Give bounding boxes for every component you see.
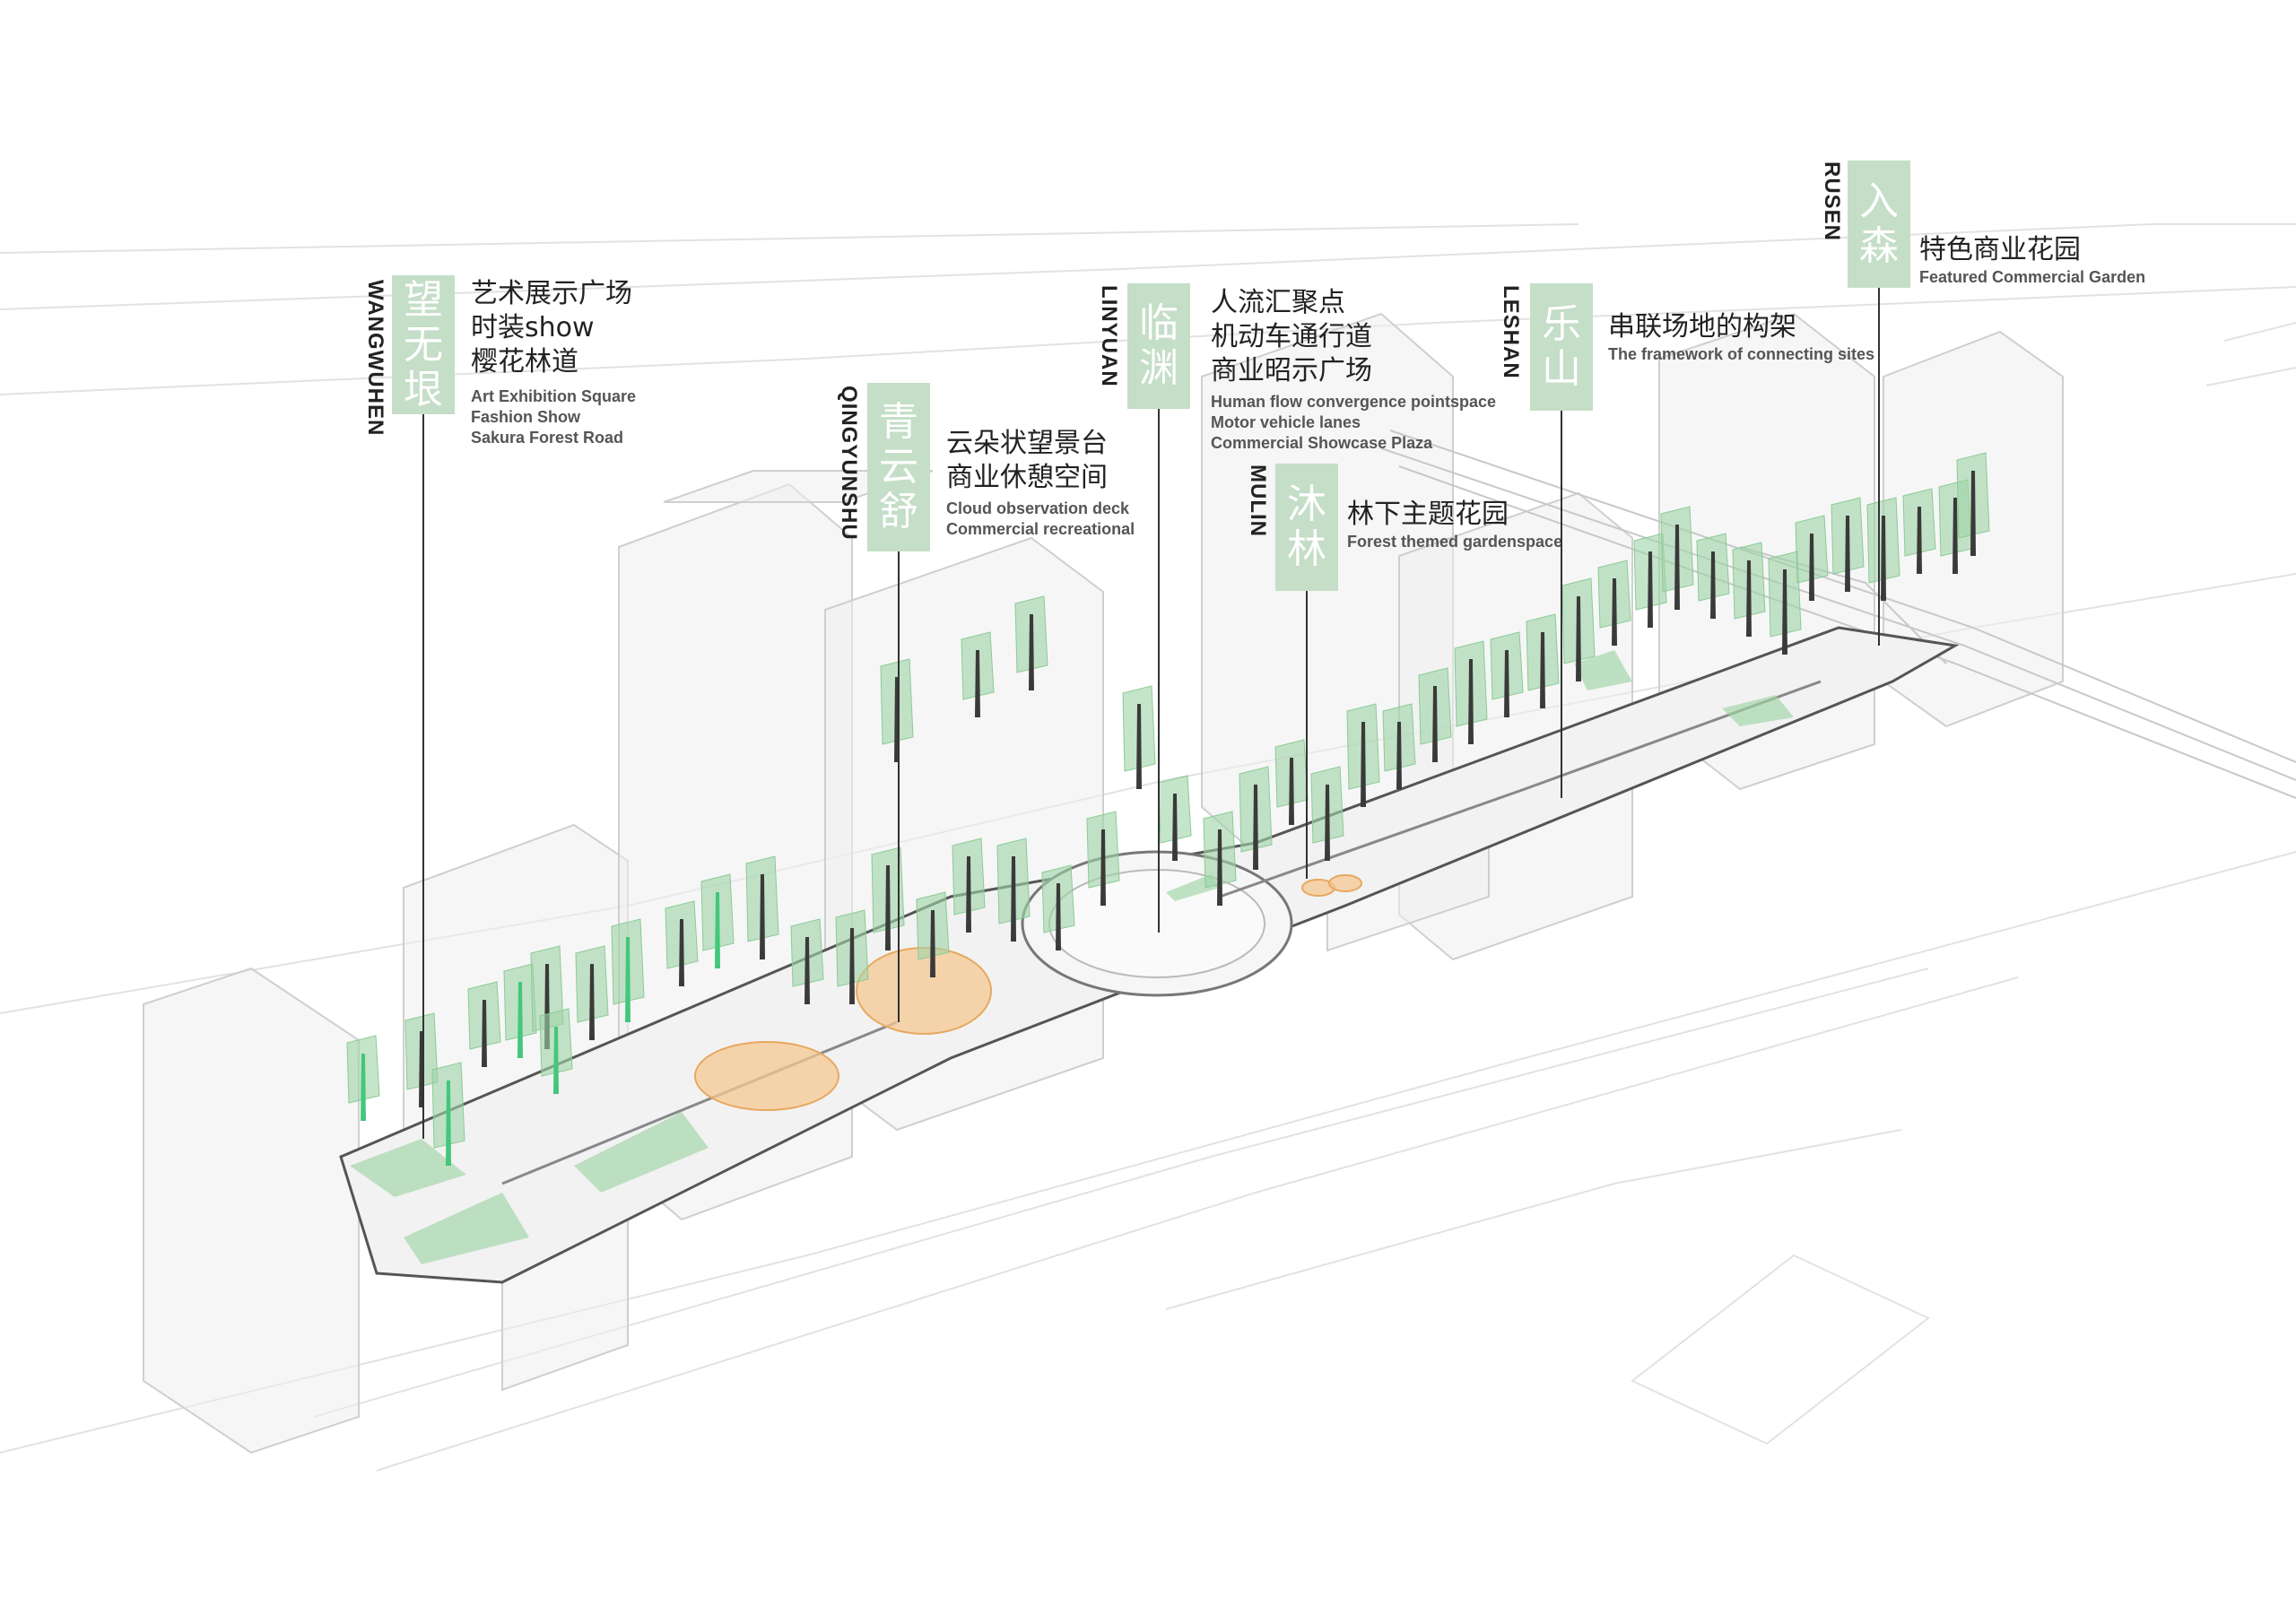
tree-trunk	[446, 1081, 451, 1166]
tree-trunk	[1746, 560, 1752, 637]
leader-line	[898, 551, 900, 1022]
zone-pinyin: LESHAN	[1499, 285, 1523, 379]
tree-trunk	[1396, 722, 1402, 789]
zone-tag: 乐 山	[1530, 283, 1593, 411]
tree-trunk	[1845, 516, 1850, 592]
tree-trunk	[1504, 650, 1509, 717]
zone-pinyin: MULIN	[1246, 464, 1270, 537]
zone-tag: 入 森	[1848, 161, 1910, 288]
tree-trunk	[625, 937, 631, 1022]
tree-trunk	[966, 856, 971, 933]
tree-trunk	[1100, 829, 1106, 906]
tree-trunk	[975, 650, 980, 717]
zone-pinyin: LINYUAN	[1097, 285, 1121, 387]
tree-trunk	[930, 910, 935, 977]
zone-pinyin: RUSEN	[1820, 161, 1844, 242]
tree-trunk	[1917, 507, 1922, 574]
leader-line	[422, 414, 424, 1139]
tree-trunk	[589, 964, 595, 1040]
tree-trunk	[1970, 471, 1976, 556]
tree-trunk	[1325, 785, 1330, 861]
leader-line	[1878, 288, 1880, 646]
planting-beds	[350, 650, 1794, 1264]
tree-trunk	[760, 874, 765, 959]
tree-trunk	[804, 937, 810, 1004]
zone-description: 艺术展示广场 时装show 樱花林道 Art Exhibition Square…	[471, 278, 637, 447]
tree-trunk	[1217, 829, 1222, 906]
tree-trunk	[1710, 551, 1716, 619]
tree-trunk	[553, 1027, 559, 1094]
tree-trunk	[1056, 883, 1061, 950]
zone-pinyin: QINGYUNSHU	[837, 386, 861, 541]
zone-tag: 沐 林	[1275, 464, 1338, 591]
tree-trunk	[482, 1000, 487, 1067]
zone-description: 人流汇聚点 机动车通行道 商业昭示广场 Human flow convergen…	[1211, 287, 1497, 452]
tree-trunk	[1540, 632, 1545, 708]
zone-pinyin: WANGWUHEN	[363, 280, 387, 437]
zone-tag: 青 云 舒	[867, 383, 930, 551]
tree-trunk	[1576, 596, 1581, 681]
zone-tag: 临 渊	[1127, 283, 1190, 409]
tree-trunk	[1468, 659, 1474, 744]
tree-trunk	[361, 1054, 366, 1121]
tree-trunk	[1029, 614, 1034, 690]
tree-trunk	[1648, 551, 1653, 628]
tree-trunk	[1782, 569, 1787, 655]
tree-trunk	[1011, 856, 1016, 942]
tree-trunk	[517, 982, 523, 1058]
tree-trunk	[1253, 785, 1258, 870]
zone-description: 云朵状望景台 商业休憩空间 Cloud observation deck Com…	[946, 428, 1135, 538]
tree-trunk	[1612, 578, 1617, 646]
zone-description: 串联场地的构架 The framework of connecting site…	[1608, 311, 1875, 363]
tree-trunk	[1809, 534, 1814, 601]
leader-line	[1561, 411, 1562, 798]
plaza-decks	[694, 874, 1362, 1111]
leader-line	[1306, 591, 1308, 879]
tree-trunk	[1136, 704, 1142, 789]
tree-trunk	[1361, 722, 1366, 807]
tree-trunk	[1674, 525, 1680, 610]
tree-trunk	[885, 865, 891, 950]
tree-clusters	[346, 452, 1990, 1166]
tree-trunk	[1432, 686, 1438, 762]
tree-trunk	[715, 892, 720, 968]
leader-line	[1158, 409, 1160, 933]
tree-trunk	[1881, 516, 1886, 601]
tree-trunk	[1172, 794, 1178, 861]
zone-description: 林下主题花园 Forest themed gardenspace	[1347, 499, 1563, 551]
tree-trunk	[1952, 498, 1958, 574]
tree-trunk	[849, 928, 855, 1004]
zone-tag: 望 无 垠	[392, 275, 455, 414]
zone-description: 特色商业花园 Featured Commercial Garden	[1919, 234, 2146, 286]
tree-trunk	[679, 919, 684, 986]
tree-trunk	[1289, 758, 1294, 825]
